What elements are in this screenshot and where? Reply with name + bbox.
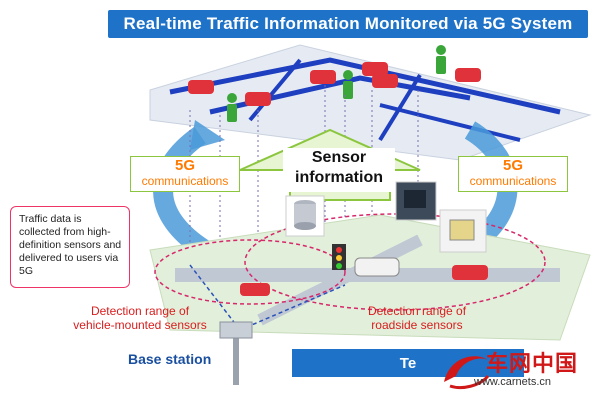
right-5g-label: 5G communications — [458, 156, 568, 192]
right-5g-small: communications — [469, 174, 557, 188]
upper-cars — [188, 62, 481, 106]
car-icon — [310, 70, 336, 84]
roadside-label-line1: Detection range of — [367, 304, 467, 318]
roadside-range-ellipse — [244, 213, 546, 311]
vehicle-range-ellipse — [154, 239, 346, 305]
watermark-text: 车网中国 — [486, 351, 579, 376]
vehicle-label-line2: vehicle-mounted sensors — [73, 318, 207, 332]
vehicle-detection-label: Detection range of vehicle-mounted senso… — [60, 304, 220, 332]
upper-road — [169, 57, 561, 115]
watermark-swoosh-icon — [444, 356, 488, 382]
upper-road — [378, 73, 422, 142]
car-icon — [452, 265, 488, 280]
base-station-tower-icon — [233, 335, 239, 385]
sensor-line2: information — [295, 169, 383, 186]
car-icon — [354, 257, 400, 277]
left-5g-big: 5G — [174, 157, 195, 174]
watermark-url: www.carnets.cn — [474, 376, 552, 388]
right-5g-big: 5G — [502, 157, 523, 174]
roadside-label-line2: roadside sensors — [371, 318, 463, 332]
bottom-bar: Te — [292, 349, 524, 377]
description-note: Traffic data is collected from high-defi… — [10, 206, 130, 288]
car-icon — [372, 74, 398, 88]
base-station-label: Base station — [128, 351, 212, 367]
car-icon — [362, 62, 388, 76]
left-curved-arrow — [153, 126, 211, 259]
upper-road — [379, 103, 521, 142]
car-icon — [240, 283, 270, 296]
car-icon — [245, 92, 271, 106]
left-5g-small: communications — [141, 174, 229, 188]
pedestrian-icon — [227, 93, 237, 103]
sensor-information-label: Sensor information — [283, 148, 395, 192]
car-icon — [188, 80, 214, 94]
sensor-line1: Sensor — [311, 149, 367, 166]
car-icon — [455, 68, 481, 82]
roadside-detection-label: Detection range of roadside sensors — [352, 304, 482, 332]
watermark-logo — [444, 356, 490, 390]
page-title: Real-time Traffic Information Monitored … — [108, 10, 588, 38]
vehicle-label-line1: Detection range of — [90, 304, 190, 318]
pedestrian-icon — [436, 45, 446, 55]
upper-pedestrians — [227, 45, 446, 122]
pedestrian-icon — [343, 70, 353, 80]
left-5g-label: 5G communications — [130, 156, 240, 192]
